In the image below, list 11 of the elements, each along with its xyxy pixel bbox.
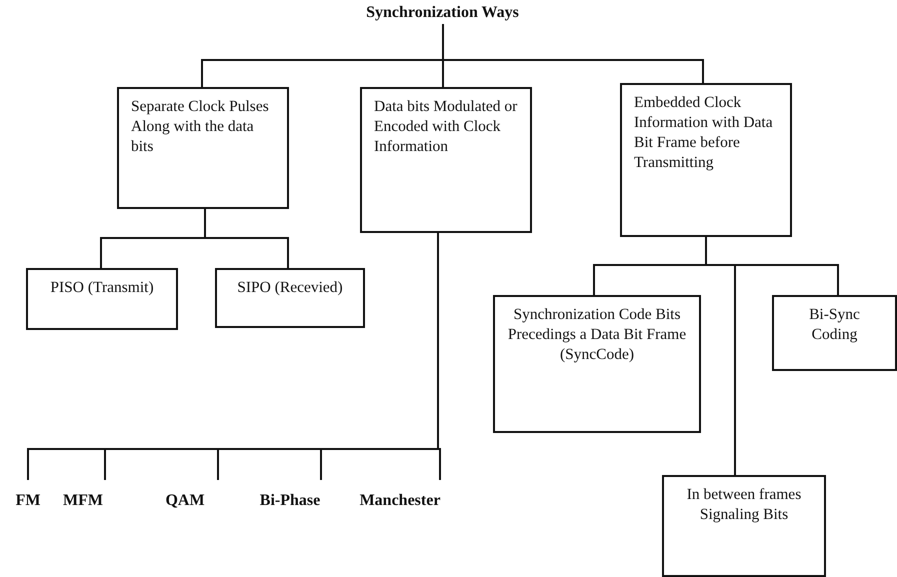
category-box: Bi-Sync Coding [772,295,897,371]
connector-line [204,209,289,268]
category-box: SIPO (Recevied) [215,268,365,328]
category-box: Embedded Clock Information with Data Bit Frame before Transmitting [620,83,792,237]
category-box: Separate Clock Pulses Along with the data bits [117,87,289,209]
connector-line [705,237,839,295]
connector-line [442,24,704,83]
category-box: In between frames Signaling Bits [662,475,826,577]
category-box: Data bits Modulated or Encoded with Clock Information [360,87,532,233]
category-box: PISO (Transmit) [26,268,178,330]
category-box: Synchronization Code Bits Precedings a Data Bit Frame (SyncCode) [493,295,701,433]
